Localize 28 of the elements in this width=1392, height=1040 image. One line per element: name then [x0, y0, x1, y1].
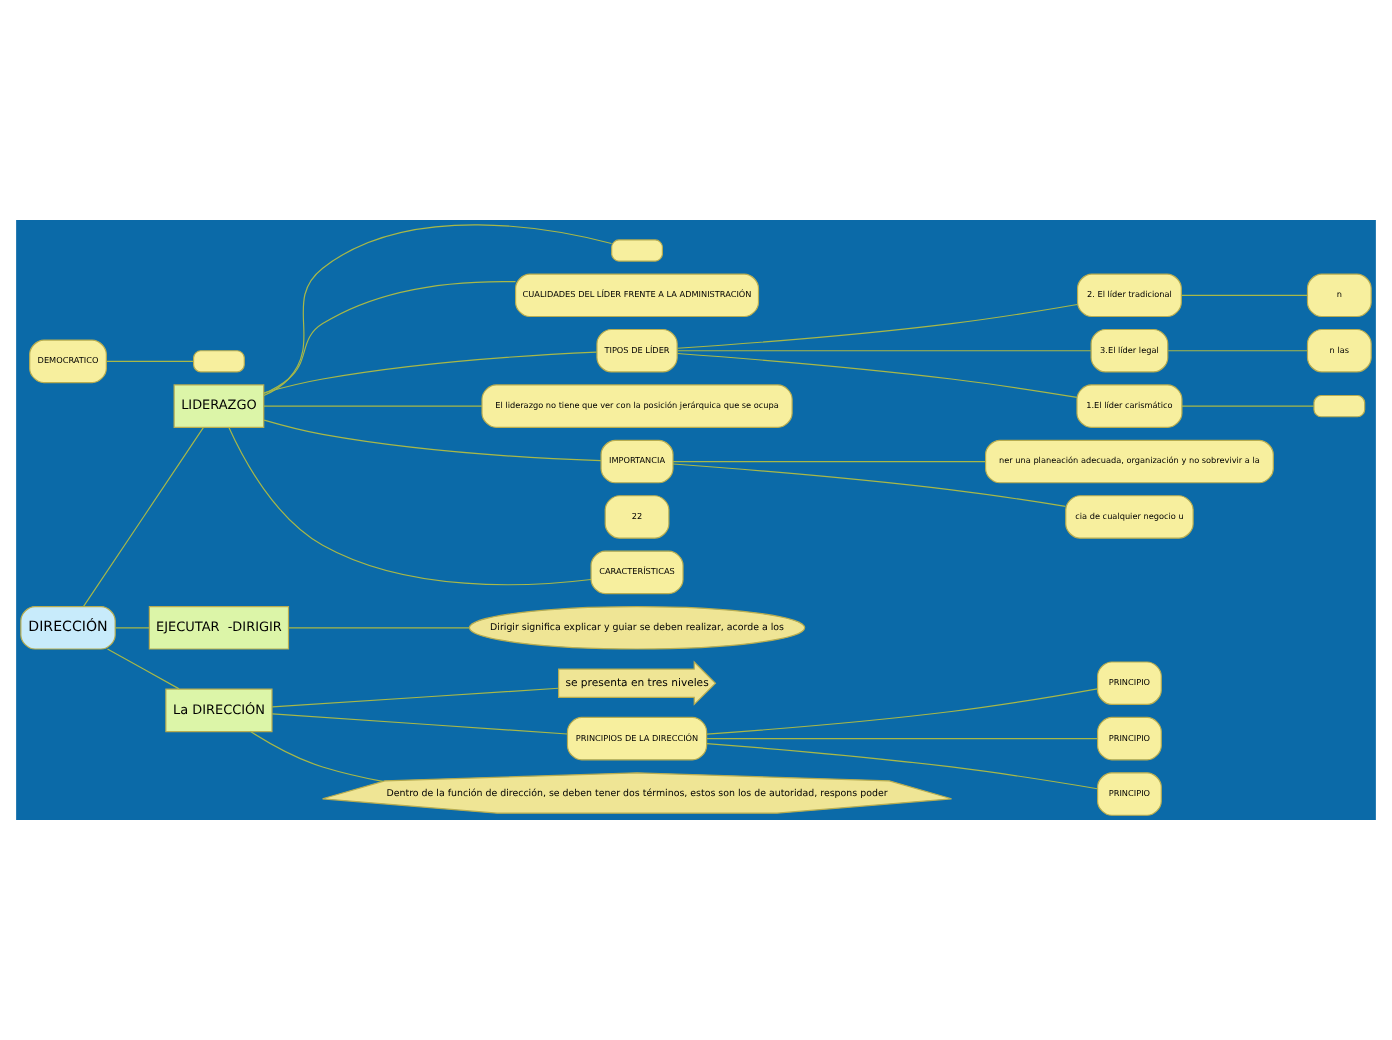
- connector: [106, 648, 180, 690]
- connector: [263, 351, 598, 394]
- connector: [1181, 405, 1315, 407]
- connector: [706, 688, 1098, 735]
- connector: [82, 427, 204, 608]
- connector: [676, 303, 1078, 349]
- node-box: [1313, 394, 1366, 418]
- connector: [114, 627, 150, 629]
- connector: [1167, 350, 1308, 352]
- connector: [250, 731, 384, 782]
- connector: [706, 738, 1098, 740]
- connector: [706, 743, 1098, 790]
- connector: [271, 687, 559, 708]
- connector: [263, 419, 602, 462]
- connector: [106, 360, 194, 362]
- node-box: [611, 239, 663, 262]
- connector: [228, 427, 592, 586]
- connector: [263, 224, 613, 397]
- connector: [288, 627, 470, 629]
- connector: [1180, 294, 1308, 296]
- connector: [672, 463, 1066, 507]
- connector: [676, 350, 1092, 352]
- connector: [263, 405, 483, 407]
- connector: [676, 352, 1078, 398]
- connector: [672, 460, 986, 463]
- node-box: [193, 350, 245, 373]
- connector: [271, 713, 568, 735]
- connector: [263, 280, 517, 395]
